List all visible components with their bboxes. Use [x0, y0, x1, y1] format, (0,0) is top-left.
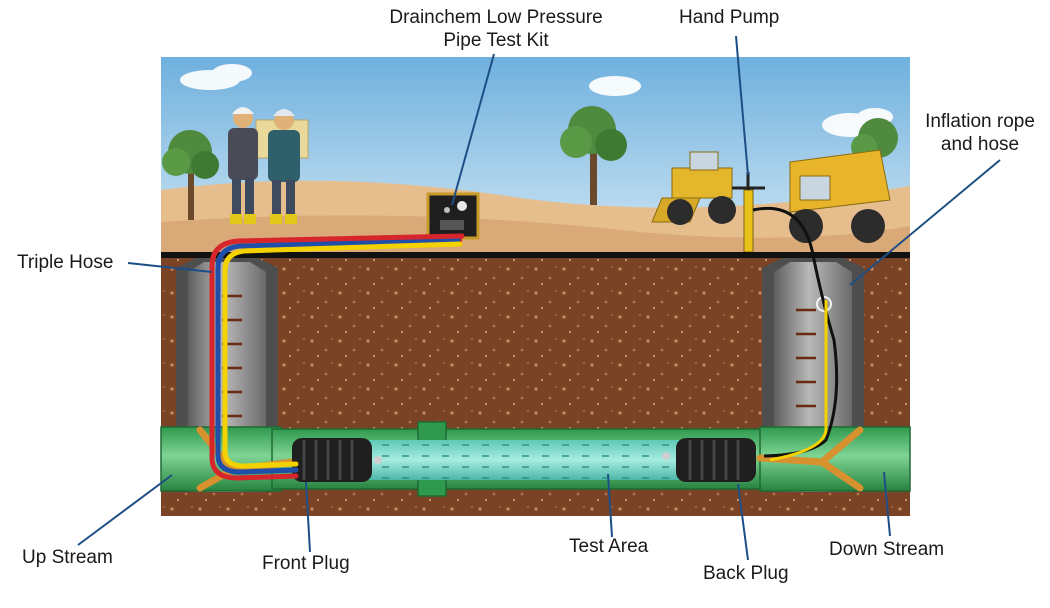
dump-truck: [789, 149, 891, 243]
label-triple-hose: Triple Hose: [17, 252, 114, 273]
leader-up-stream: [77, 474, 173, 546]
leader-test-kit: [451, 53, 495, 206]
front-plug-shape: [292, 438, 382, 482]
label-front-plug: Front Plug: [262, 553, 350, 574]
leader-inflation: [849, 159, 1001, 286]
hand-pump: [732, 172, 765, 253]
leader-front-plug: [305, 481, 311, 553]
leader-lines: [77, 35, 1001, 561]
label-down-stream: Down Stream: [829, 539, 945, 560]
leader-hand-pump: [735, 35, 749, 176]
workers: [228, 107, 309, 224]
test-area-dashes: [352, 440, 682, 480]
label-inflation-line1: Inflation rope: [925, 111, 1035, 132]
label-test-kit-line2: Pipe Test Kit: [443, 30, 549, 51]
tree-center: [560, 106, 627, 205]
triple-hose: [209, 233, 465, 481]
label-up-stream: Up Stream: [22, 547, 113, 568]
leader-test-area: [607, 473, 613, 538]
leader-down-stream: [883, 471, 891, 537]
inflation-hose: [752, 206, 839, 458]
front-loader: [651, 151, 736, 225]
label-back-plug: Back Plug: [703, 563, 789, 584]
label-test-kit-line1: Drainchem Low Pressure: [389, 7, 603, 28]
label-test-kit: Drainchem Low Pressure Pipe Test Kit: [366, 6, 626, 52]
label-inflation-line2: and hose: [940, 134, 1020, 155]
leader-triple-hose: [127, 262, 213, 273]
ground-surface: [161, 252, 910, 258]
tree-left: [162, 130, 219, 220]
label-hand-pump: Hand Pump: [679, 7, 780, 28]
back-plug-shape: [662, 438, 756, 482]
inflation-rope: [769, 300, 828, 462]
label-test-area: Test Area: [569, 536, 649, 557]
label-inflation: Inflation rope and hose: [912, 110, 1048, 156]
leader-back-plug: [737, 483, 749, 561]
